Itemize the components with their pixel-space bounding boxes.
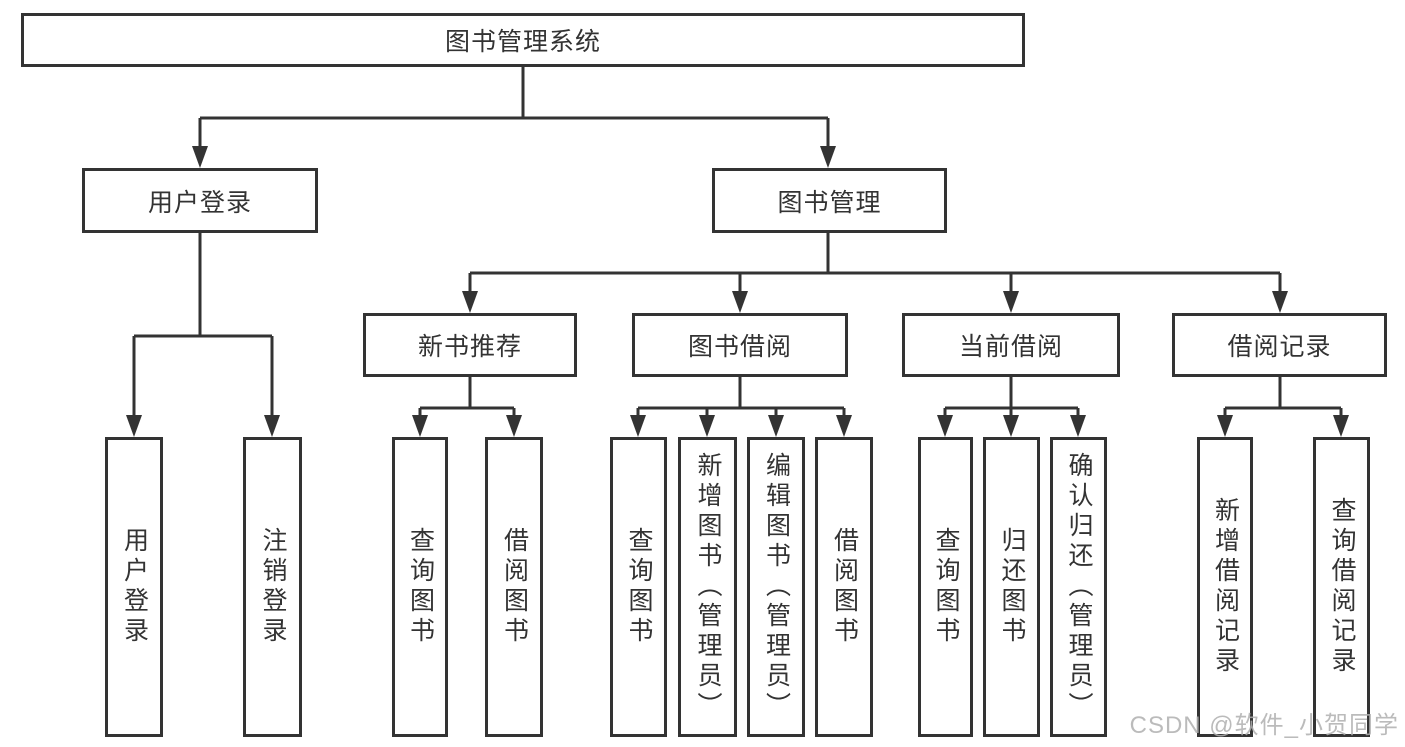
leaf-current-confirm-return-admin: 确认归还（管理员）: [1050, 437, 1107, 737]
leaf-current-query-books: 查询图书: [918, 437, 973, 737]
leaf-borrow-borrow-books: 借阅图书: [815, 437, 873, 737]
leaf-logout: 注销登录: [243, 437, 302, 737]
node-root-library-system: 图书管理系统: [21, 13, 1025, 67]
node-user-login: 用户登录: [82, 168, 318, 233]
leaf-borrow-query-books: 查询图书: [610, 437, 667, 737]
node-borrowing-records: 借阅记录: [1172, 313, 1387, 377]
node-book-management: 图书管理: [712, 168, 947, 233]
leaf-borrow-edit-books-admin: 编辑图书（管理员）: [747, 437, 805, 737]
leaf-newbook-query-books: 查询图书: [392, 437, 448, 737]
node-current-borrowing: 当前借阅: [902, 313, 1120, 377]
node-new-book-recommend: 新书推荐: [363, 313, 577, 377]
csdn-watermark: CSDN @软件_小贺同学: [1129, 712, 1399, 739]
node-book-borrowing: 图书借阅: [632, 313, 848, 377]
leaf-borrow-add-books-admin: 新增图书（管理员）: [678, 437, 737, 737]
connector-bookborrow-to-leaves: [630, 377, 852, 437]
connector-root-to-level2: [192, 67, 836, 168]
leaf-records-add-borrow-record: 新增借阅记录: [1197, 437, 1253, 737]
connector-userlogin-to-leaves: [126, 233, 280, 437]
leaf-records-query-borrow-record: 查询借阅记录: [1313, 437, 1370, 737]
connector-newbook-to-leaves: [412, 377, 522, 437]
leaf-newbook-borrow-books: 借阅图书: [485, 437, 543, 737]
connector-currentborrow-to-leaves: [937, 377, 1086, 437]
leaf-user-login: 用户登录: [105, 437, 163, 737]
leaf-current-return-books: 归还图书: [983, 437, 1040, 737]
connector-records-to-leaves: [1217, 377, 1349, 437]
connector-bookmgmt-to-level3: [462, 233, 1288, 313]
